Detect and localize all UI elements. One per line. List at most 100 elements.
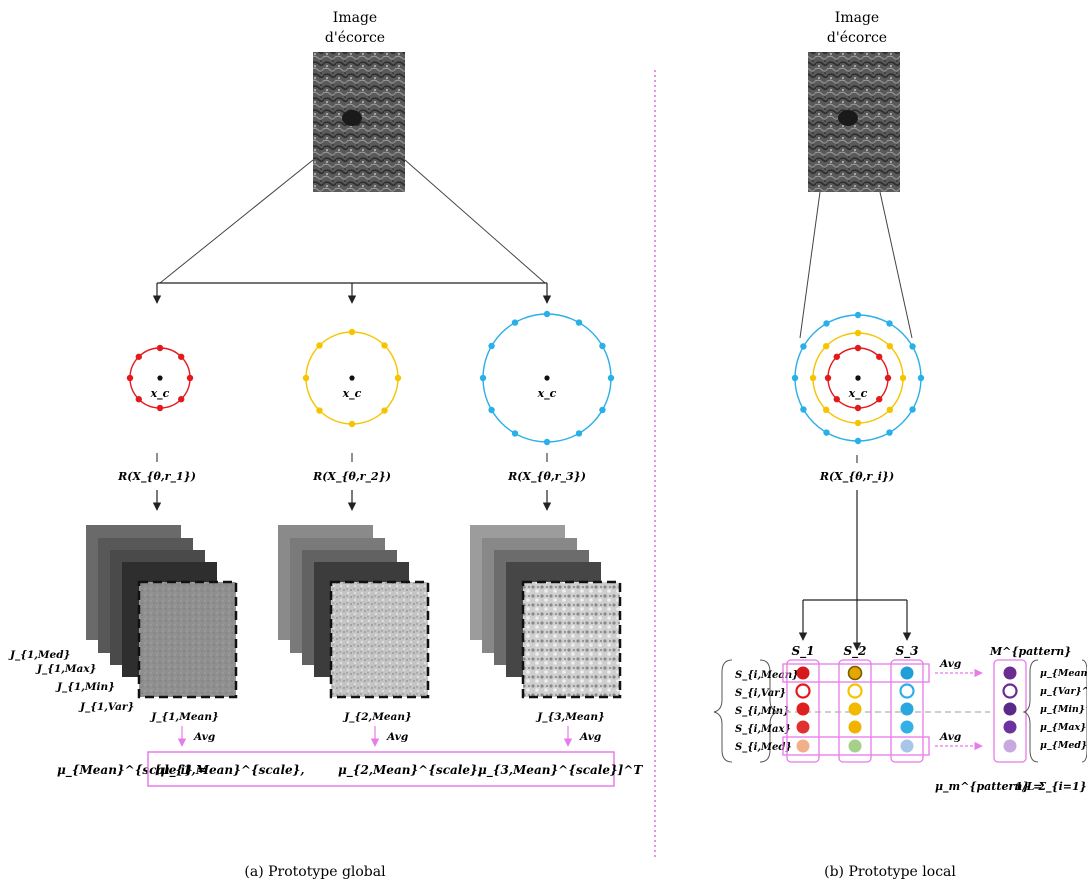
right-source-title-line2: d'écorce [827,30,887,46]
stat-dot [900,739,914,753]
bark-knot-right [838,110,858,126]
operator-label-r3: R(X_{θ,r_3}) [507,470,586,484]
center-pixel [544,375,550,381]
stat-dot [848,739,862,753]
stat-dot [796,720,810,734]
neighbor-point [126,374,134,382]
neighbor-point [316,407,323,414]
neighbor-point [886,429,893,436]
neighbor-point [178,353,185,360]
connector-line [404,159,546,284]
neighbor-point [824,374,832,382]
neighbor-point [394,374,402,382]
stat-dot [900,720,914,734]
bark-knot-left [342,110,362,126]
neighbor-point [488,406,495,414]
neighborhood-ring-r2 [302,328,402,428]
stack-label-med: J_{1,Med} [8,649,70,662]
pattern-label-max: μ_{Max}^{pattern} [1040,722,1087,733]
global-formula-term-2: μ_{2,Mean}^{scale}, [338,763,482,778]
avg-label-r2: Avg [386,731,408,743]
mean-map-r1 [137,580,238,699]
neighbor-point [599,406,606,414]
pattern-dots [1002,666,1018,753]
caption-local: (b) Prototype local [824,864,956,880]
connector-line [159,159,314,284]
zoom-line [879,191,913,339]
neighbor-point [156,344,164,352]
neighbor-point [854,329,862,337]
stat-dot [795,683,811,699]
concentric-ring-r1 [824,344,892,412]
pattern-dot [1003,720,1017,734]
center-label-r3: x_c [537,387,557,401]
neighbor-point [348,328,356,336]
column-box-s1 [786,659,820,763]
neighbor-point [381,342,388,349]
mean-label-r2: J_{2,Mean} [342,711,411,724]
avg-label-med: Avg [939,731,961,743]
operator-label-r2: R(X_{θ,r_2}) [312,470,391,484]
pattern-label-mean: μ_{Mean}^{pattern} [1040,668,1087,679]
zoom-line [799,191,821,339]
right-panel: Image d'écorce x_c R(X_{θ,r_i}) S_1 S_2 … [713,10,1087,880]
caption-global: (a) Prototype global [244,864,386,880]
neighbor-point [135,353,142,360]
neighbor-point [822,342,830,350]
stat-dot [796,739,810,753]
feature-stack-r1 [86,525,238,699]
dot-grid [795,665,915,753]
row-label-max: S_{i,Max} [735,724,791,735]
left-source-title-line2: d'écorce [325,30,385,46]
neighbor-point [876,396,883,403]
neighbor-point [178,396,185,403]
column-header-s2: S_2 [843,644,866,659]
stack-label-var: J_{1,Var} [78,701,134,714]
neighbor-point [854,404,862,412]
neighbor-point [833,353,840,360]
stat-dot [796,666,810,680]
feature-stack-r3 [470,525,622,699]
left-brace [713,659,733,763]
stat-dot [900,666,914,680]
neighbor-point [800,406,807,413]
right-operator-label: R(X_{θ,r_i}) [819,470,894,484]
pattern-label-med: μ_{Med}^{pattern} [1040,740,1087,751]
operator-label-r1: R(X_{θ,r_1}) [117,470,196,484]
neighbor-point [876,353,883,360]
pattern-dot [1003,666,1017,680]
neighbor-point [316,342,323,349]
global-vector-box [147,751,615,787]
neighbor-point [854,419,862,427]
neighborhood-ring-r3 [479,310,615,446]
mean-map-r2 [329,580,430,699]
row-label-med: S_{i,Med} [735,742,792,753]
stat-dot [848,702,862,716]
neighbor-point [886,342,894,350]
neighbor-point [800,343,807,350]
neighbor-point [543,438,551,446]
left-source-title-line1: Image [333,10,377,26]
stat-dot [796,702,810,716]
column-box-s2 [838,659,872,763]
stack-label-min: J_{1,Min} [55,681,115,694]
neighbor-point [823,320,830,327]
feature-stack-r2 [278,525,430,699]
global-formula-term-1: [μ_{1,Mean}^{scale}, [155,763,305,778]
column-box-s3 [890,659,924,763]
local-formula-rhs: 1/L Σ_{i=1}^{L} S_{i,m} [1015,780,1087,794]
neighbor-point [823,429,830,436]
stat-dot [847,683,863,699]
global-formula-term-3: μ_{3,Mean}^{scale}]^T [478,763,643,778]
neighbor-point [884,374,892,382]
neighbor-point [833,396,840,403]
right-center-label: x_c [848,387,868,401]
center-pixel [157,375,163,381]
neighbor-point [599,342,606,350]
column-header-s3: S_3 [895,644,918,659]
neighbor-point [607,374,615,382]
neighbor-point [899,374,907,382]
neighbor-point [302,374,310,382]
mean-label-r3: J_{3,Mean} [535,711,604,724]
